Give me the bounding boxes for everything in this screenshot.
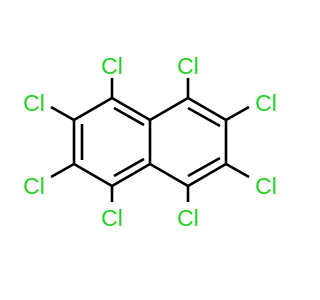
chlorine-label-lower-left: Cl <box>23 173 45 199</box>
bond-6 <box>111 96 151 122</box>
atom-label-layer: Cl Cl Cl Cl Cl Cl Cl Cl <box>23 53 277 231</box>
bond-cl-lower-right <box>225 162 250 179</box>
bond-10-inner <box>187 156 221 178</box>
chlorine-label-bottom-right: Cl <box>177 205 199 231</box>
bond-3 <box>73 162 113 188</box>
chlorine-label-lower-right: Cl <box>255 173 277 199</box>
bond-cl-lower-left <box>50 162 75 179</box>
chlorine-label-upper-left: Cl <box>23 90 45 116</box>
bond-cl-upper-left <box>50 105 75 122</box>
structure-svg: Cl Cl Cl Cl Cl Cl Cl Cl <box>23 53 277 231</box>
bond-8 <box>187 96 227 122</box>
bond-layer <box>50 78 250 202</box>
bond-8-inner <box>187 106 221 128</box>
bond-6-inner <box>113 106 145 127</box>
chlorine-label-top-left: Cl <box>101 53 123 79</box>
bond-11 <box>149 162 189 188</box>
bond-4-inner <box>113 157 145 178</box>
chlorine-label-bottom-left: Cl <box>101 205 123 231</box>
bond-1 <box>73 96 113 122</box>
bond-4 <box>111 162 151 188</box>
bond-10 <box>187 162 227 188</box>
chlorine-label-top-right: Cl <box>177 53 199 79</box>
bond-cl-upper-right <box>225 105 250 122</box>
bond-7 <box>149 96 189 122</box>
chlorine-label-upper-right: Cl <box>255 90 277 116</box>
molecule-diagram: Cl Cl Cl Cl Cl Cl Cl Cl <box>23 53 277 231</box>
